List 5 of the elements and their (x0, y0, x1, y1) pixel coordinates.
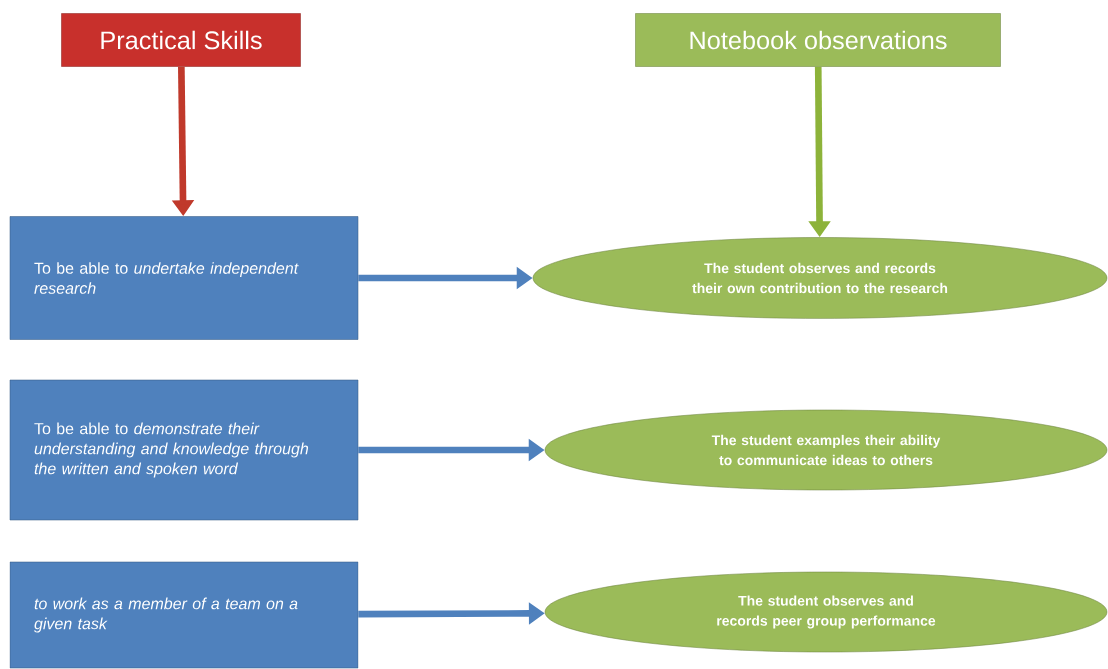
skill-box: To be able to undertake independent research (9, 216, 359, 340)
skill-box: To be able to demonstrate their understanding and knowledge through the written and spoken word (9, 379, 359, 521)
skill-box: to work as a member of a team on a given task (9, 561, 359, 669)
title-box: Notebook observations (635, 13, 1001, 67)
title-box: Practical Skills (61, 13, 301, 67)
